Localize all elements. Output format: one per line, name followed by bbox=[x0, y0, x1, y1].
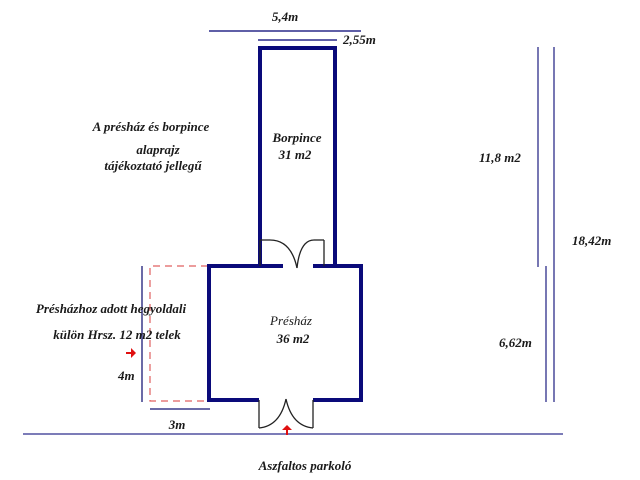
dimension-right-total: 18,42m bbox=[572, 233, 612, 248]
plot-label-line2: külön Hrsz. 12 m2 telek bbox=[53, 327, 181, 342]
dimension-right-lower: 6,62m bbox=[499, 335, 532, 350]
ground-label: Aszfaltos parkoló bbox=[258, 458, 352, 473]
building-walls bbox=[207, 46, 363, 402]
room-preshaz-name: Présház bbox=[270, 313, 312, 328]
diagram-title-line2: alaprajz bbox=[136, 142, 180, 157]
plot-boundary bbox=[149, 265, 208, 402]
room-preshaz-area: 36 m2 bbox=[276, 331, 310, 346]
diagram-title-line1: A présház és borpince bbox=[92, 119, 210, 134]
dimension-plot-width: 3m bbox=[168, 417, 186, 432]
dimension-top-cellar: 2,55m bbox=[343, 32, 376, 47]
interior-double-door bbox=[259, 239, 325, 269]
dimension-top-total: 5,4m bbox=[271, 9, 299, 24]
dimension-plot-height: 4m bbox=[118, 368, 135, 383]
diagram-title-line3: tájékoztató jellegű bbox=[104, 158, 202, 173]
plot-label-line1: Présházhoz adott hegyoldali bbox=[35, 301, 187, 316]
plot-arrow-icon bbox=[126, 348, 136, 358]
room-borpince-area: 31 m2 bbox=[278, 147, 312, 162]
room-borpince-name: Borpince bbox=[272, 130, 322, 145]
dimension-right-upper: 11,8 m2 bbox=[479, 150, 521, 165]
entrance-double-door bbox=[258, 398, 314, 429]
entrance-arrow-icon bbox=[282, 425, 292, 435]
